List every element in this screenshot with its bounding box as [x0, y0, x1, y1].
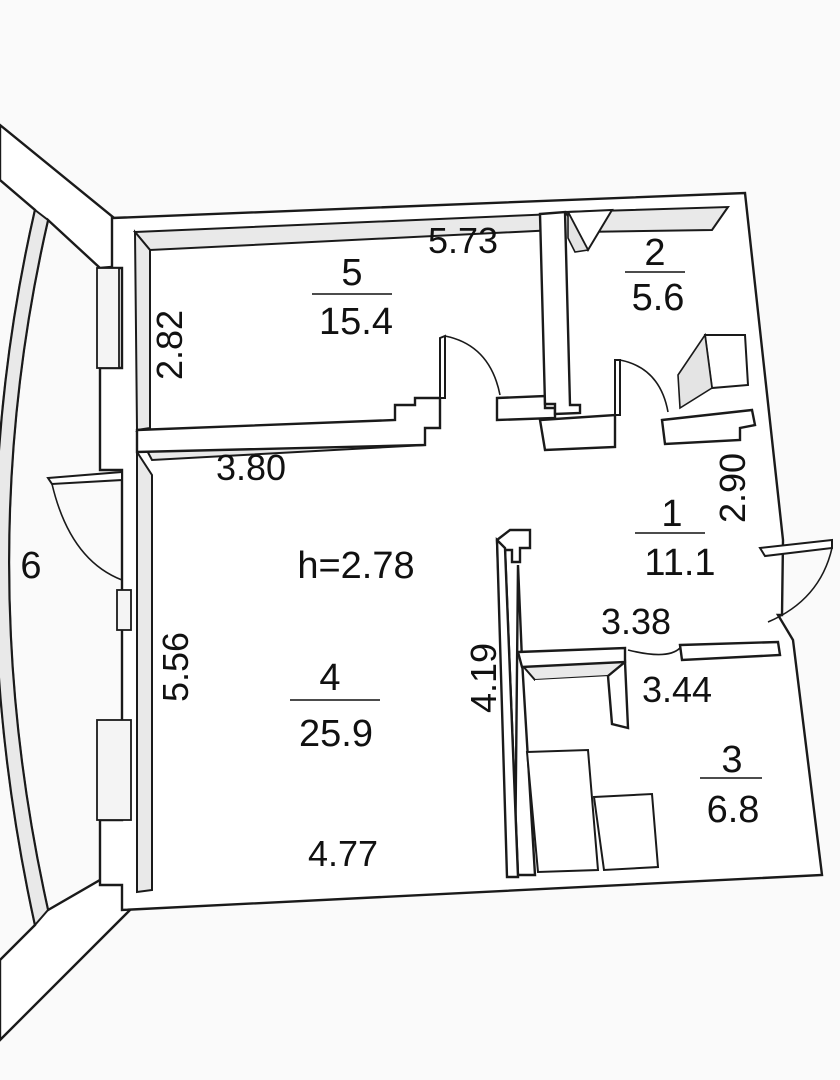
room4-area: 25.9: [299, 713, 373, 755]
room3-door-arc: [627, 647, 681, 656]
room2-area: 5.6: [632, 277, 685, 319]
room3-number: 3: [721, 739, 742, 781]
dim-room1-right: 2.90: [712, 453, 753, 523]
room2-door-leaf: [614, 359, 621, 416]
room5-number: 5: [341, 252, 362, 294]
doors: [46, 334, 833, 656]
dim-room1-bottom: 3.38: [601, 601, 671, 642]
dim-room5-left: 2.82: [149, 310, 190, 380]
dim-room3-top: 3.44: [642, 669, 712, 710]
fixtures: [525, 208, 750, 874]
room3-area: 6.8: [707, 789, 760, 831]
room1-area: 11.1: [644, 542, 715, 584]
entrance-door-arc: [767, 547, 833, 623]
room2-number: 2: [644, 232, 665, 274]
room1-number: 1: [661, 493, 682, 535]
dimension-labels: 5.73 2.82 3.80 5.56 4.77 4.19 2.90 3.38 …: [149, 220, 753, 874]
room5-door-leaf: [439, 334, 446, 399]
dim-room4-left: 5.56: [155, 632, 196, 702]
dim-room4-bottom: 4.77: [308, 833, 378, 874]
room6-number: 6: [20, 545, 41, 587]
dim-room4-right: 4.19: [463, 643, 504, 713]
balcony-door-leaf: [46, 470, 123, 486]
windows: [96, 267, 132, 821]
balcony-door-arc: [51, 483, 123, 581]
room-labels: 5 15.4 2 5.6 1 11.1 4 25.9 3 6.8 6 h=2.7…: [20, 232, 762, 831]
room5-door-arc: [444, 335, 501, 396]
room-floors: [132, 205, 762, 894]
room2-door-arc: [619, 359, 669, 413]
room4-number: 4: [319, 657, 340, 699]
dim-room5-top: 5.73: [428, 220, 498, 261]
interior-walls: [135, 210, 782, 879]
room5-area: 15.4: [319, 301, 393, 343]
ceiling-height: h=2.78: [297, 545, 414, 587]
dim-room4-top: 3.80: [216, 447, 286, 488]
